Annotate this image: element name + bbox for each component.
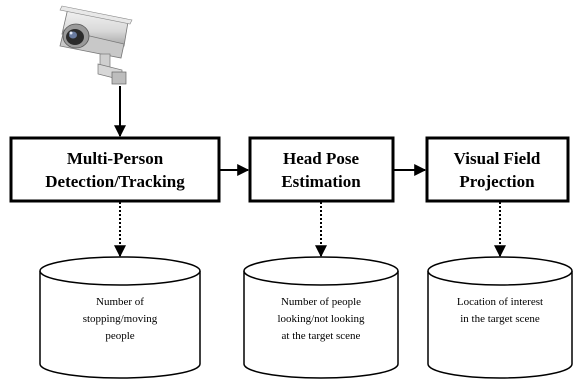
visualfield-label-line2: Projection (459, 172, 535, 191)
counts-label-line2: stopping/moving (83, 313, 158, 325)
detection-box (9, 136, 221, 203)
headpose-label-line2: Estimation (281, 172, 361, 191)
location-label-line2: in the target scene (460, 313, 540, 325)
headpose-box (248, 136, 395, 203)
cctv-camera-icon (59, 5, 133, 85)
headpose-label-line1: Head Pose (283, 149, 359, 168)
visualfield-label-line1: Visual Field (454, 149, 541, 168)
visualfield-box (425, 136, 570, 203)
looking-label-line2: looking/not looking (277, 313, 365, 325)
looking-cylinder (243, 256, 399, 379)
location-cylinder (427, 256, 573, 379)
detection-label-line1: Multi-Person (67, 149, 164, 168)
looking-label-line3: at the target scene (282, 330, 361, 342)
counts-cylinder (39, 256, 201, 379)
counts-label-line3: people (105, 330, 134, 342)
location-label-line1: Location of interest (457, 296, 543, 308)
detection-label-line2: Detection/Tracking (45, 172, 185, 191)
counts-label-line1: Number of (96, 296, 144, 308)
looking-label-line1: Number of people (281, 296, 361, 308)
